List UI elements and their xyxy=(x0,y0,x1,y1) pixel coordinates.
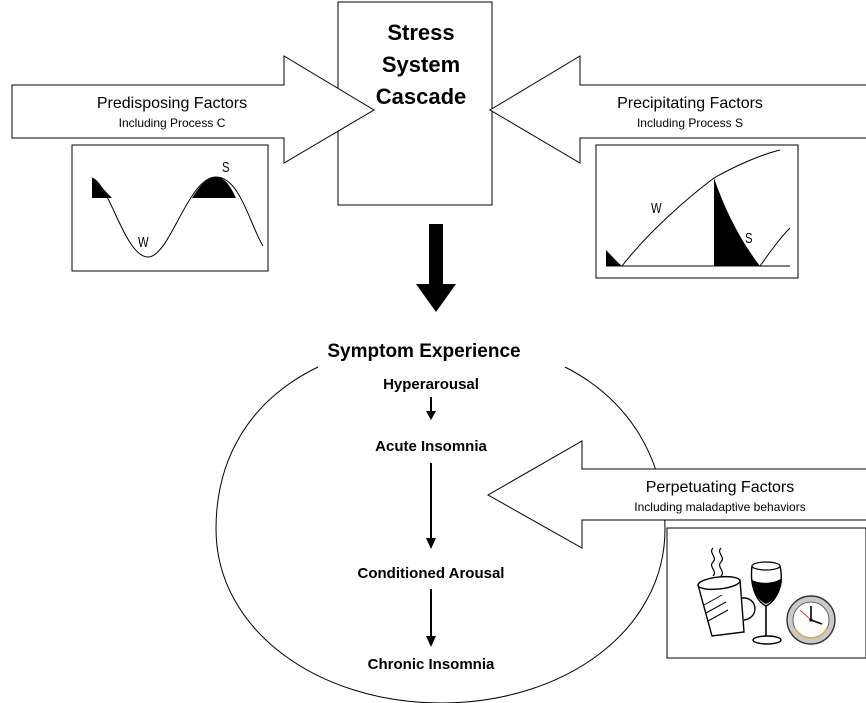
stress-box-line3: Cascade xyxy=(376,84,467,109)
process-s-curve xyxy=(621,149,781,267)
big-down-arrow xyxy=(416,224,456,312)
perpetuating-subtitle: Including maladaptive behaviors xyxy=(634,500,805,514)
perpetuating-arrow xyxy=(486,440,866,549)
process-c-label-s: S xyxy=(222,158,230,175)
process-s-graph: W S xyxy=(595,144,799,279)
stage-arrow-1 xyxy=(426,397,436,420)
perpetuating-title: Perpetuating Factors xyxy=(646,479,795,496)
coffee-mug-icon xyxy=(697,547,756,637)
precipitating-arrow xyxy=(489,55,866,164)
stage-arrow-3 xyxy=(426,589,436,647)
process-c-graph-frame xyxy=(71,144,269,272)
predisposing-subtitle: Including Process C xyxy=(119,116,226,130)
symptom-heading: Symptom Experience xyxy=(327,341,520,362)
predisposing-title: Predisposing Factors xyxy=(97,95,247,112)
stage-chronic-insomnia: Chronic Insomnia xyxy=(368,656,495,673)
process-s-shaded-left xyxy=(606,250,622,266)
stress-box-line1: Stress xyxy=(387,20,454,45)
process-s-label-s: S xyxy=(745,229,753,246)
wine-glass-icon xyxy=(750,561,782,645)
stage-acute-insomnia: Acute Insomnia xyxy=(375,438,487,455)
precipitating-title: Precipitating Factors xyxy=(617,95,763,112)
precipitating-subtitle: Including Process S xyxy=(637,116,743,130)
clock-icon xyxy=(786,595,836,645)
process-s-label-w: W xyxy=(651,199,662,216)
stage-hyperarousal: Hyperarousal xyxy=(383,376,479,393)
process-s-graph-frame xyxy=(595,144,799,279)
process-c-shaded-right xyxy=(192,177,236,198)
process-c-label-w: W xyxy=(138,233,149,250)
stage-conditioned-arousal: Conditioned Arousal xyxy=(358,565,505,582)
stress-box-line2: System xyxy=(382,52,460,77)
predisposing-arrow xyxy=(11,55,375,164)
process-s-curve-2 xyxy=(759,227,791,267)
process-c-wave xyxy=(91,176,264,258)
process-s-shaded-main xyxy=(714,178,760,266)
stage-arrow-2 xyxy=(426,463,436,549)
process-c-graph: S W xyxy=(71,144,269,272)
symptom-ellipse xyxy=(215,366,666,703)
